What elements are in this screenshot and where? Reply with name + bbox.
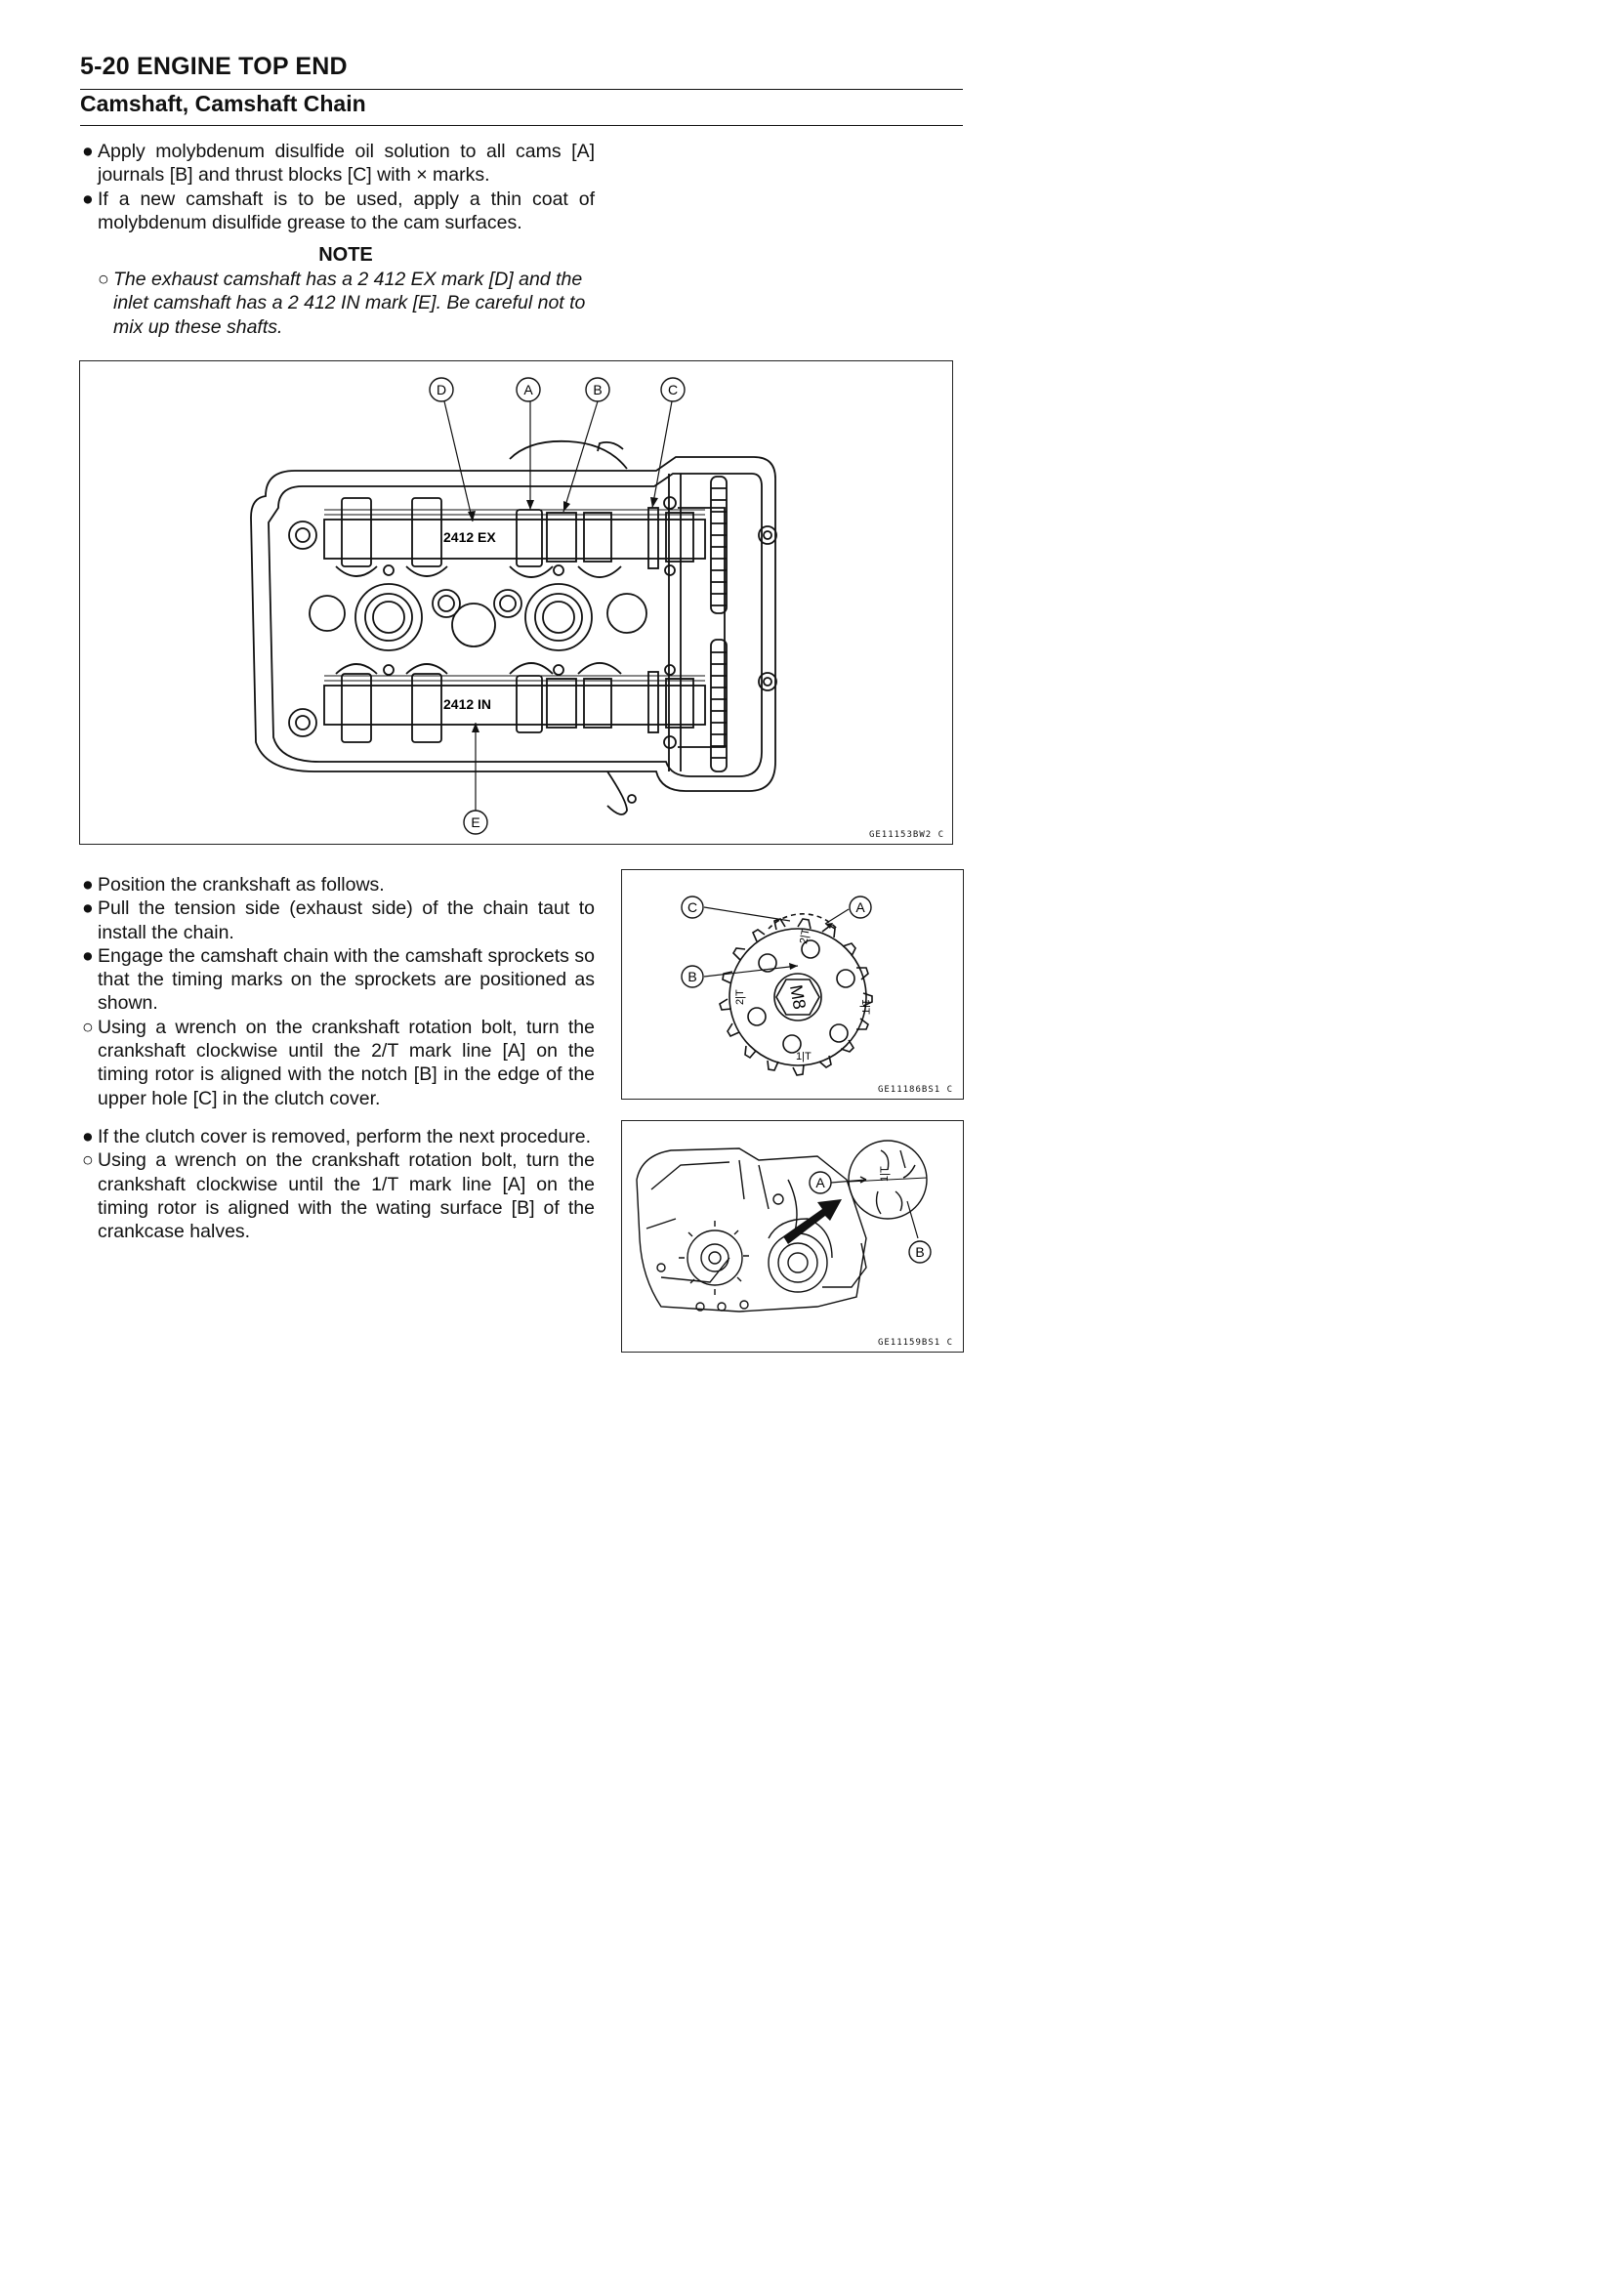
note-text-block: ○ The exhaust camshaft has a 2 412 EX ma…: [98, 268, 611, 339]
callout-d: D: [437, 382, 446, 397]
timing-mark: 2|T: [734, 989, 746, 1005]
circle-bullet-icon: ○: [82, 1016, 94, 1038]
callout-c: C: [687, 899, 697, 915]
list-item-text: Using a wrench on the crankshaft rotatio…: [98, 1149, 595, 1243]
list-item-text: Engage the camshaft chain with the camsh…: [98, 944, 595, 1015]
callout-a: A: [523, 382, 533, 397]
crankcase-drawing: 1|T A B: [636, 1140, 932, 1313]
in-camshaft-mark: 2412 IN: [443, 696, 491, 712]
note-text: The exhaust camshaft has a 2 412 EX mark…: [113, 269, 586, 338]
timing-mark: 1|T: [859, 999, 871, 1015]
list-item-text: If a new camshaft is to be used, apply a…: [98, 188, 595, 233]
instruction-block-2: ● Position the crankshaft as follows. ● …: [82, 873, 595, 1110]
list-item: ○ Using a wrench on the crankshaft rotat…: [82, 1148, 595, 1243]
instruction-block-1: ● Apply molybdenum disulfide oil solutio…: [82, 140, 595, 234]
list-item: ○ Using a wrench on the crankshaft rotat…: [82, 1016, 595, 1110]
list-item: ● Engage the camshaft chain with the cam…: [82, 944, 595, 1016]
ex-camshaft-mark: 2412 EX: [443, 529, 496, 545]
circle-bullet-icon: ○: [98, 269, 109, 290]
camshaft-figure: 2412 EX 2412 IN D A B: [79, 360, 953, 845]
list-item-text: Pull the tension side (exhaust side) of …: [98, 897, 595, 943]
callout-b: B: [915, 1244, 924, 1260]
timing-mark: 2|T: [798, 928, 812, 945]
callout-c: C: [668, 382, 678, 397]
list-item: ● Pull the tension side (exhaust side) o…: [82, 896, 595, 944]
instruction-block-3: ● If the clutch cover is removed, perfor…: [82, 1125, 595, 1243]
figure-code: GE11153BW2 C: [868, 830, 944, 840]
note-title: NOTE: [318, 244, 373, 266]
bullet-icon: ●: [82, 141, 94, 162]
list-item-text: Apply molybdenum disulfide oil solution …: [98, 141, 595, 187]
timing-rotor-drawing: M8 2|T 1|T 2|T 1|T C A B: [681, 896, 873, 1076]
callout-e: E: [471, 814, 479, 830]
callout-b: B: [593, 382, 602, 397]
timing-mark: 1|T: [796, 1051, 812, 1063]
crankcase-figure: 1|T A B GE11159BS1 C: [621, 1120, 964, 1353]
callout-b: B: [687, 969, 696, 984]
list-item: ● Apply molybdenum disulfide oil solutio…: [82, 140, 595, 188]
timing-mark: 1|T: [879, 1166, 891, 1182]
bullet-icon: ●: [82, 188, 94, 210]
list-item-text: Position the crankshaft as follows.: [98, 874, 385, 896]
callout-a: A: [855, 899, 865, 915]
list-item-text: Using a wrench on the crankshaft rotatio…: [98, 1016, 595, 1109]
list-item: ● If a new camshaft is to be used, apply…: [82, 188, 595, 235]
cylinder-head-drawing: 2412 EX 2412 IN D A B: [250, 377, 777, 835]
circle-bullet-icon: ○: [82, 1149, 94, 1172]
bullet-icon: ●: [82, 897, 94, 920]
bullet-icon: ●: [82, 1126, 94, 1147]
callout-a: A: [815, 1175, 825, 1190]
bullet-icon: ●: [82, 944, 94, 967]
bolt-label: M8: [786, 983, 810, 1011]
list-item: ● If the clutch cover is removed, perfor…: [82, 1125, 595, 1148]
list-item-text: If the clutch cover is removed, perform …: [98, 1126, 592, 1147]
section-rule: [80, 125, 963, 126]
figure-code: GE11186BS1 C: [877, 1085, 953, 1095]
header-rule: [80, 89, 963, 90]
figure-code: GE11159BS1 C: [877, 1338, 953, 1348]
list-item: ● Position the crankshaft as follows.: [82, 873, 595, 896]
bullet-icon: ●: [82, 874, 94, 896]
timing-rotor-figure: M8 2|T 1|T 2|T 1|T C A B GE11186BS1 C: [621, 869, 964, 1100]
section-title: Camshaft, Camshaft Chain: [80, 91, 366, 116]
page-heading: 5-20 ENGINE TOP END: [80, 53, 348, 80]
